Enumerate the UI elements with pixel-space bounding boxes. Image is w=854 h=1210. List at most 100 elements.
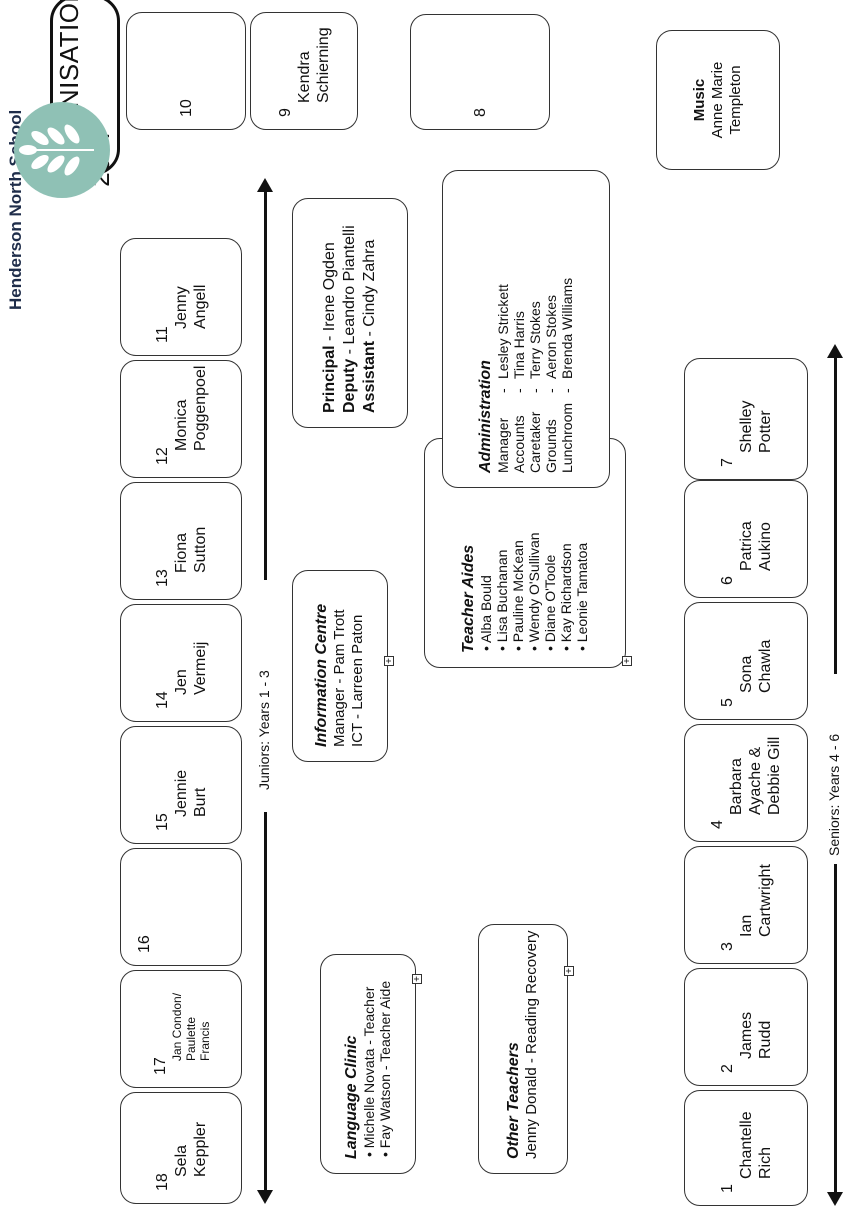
juniors-arrow-left <box>264 812 267 1192</box>
seniors-arrow-left <box>834 864 837 1194</box>
seniors-arrow-right <box>834 356 837 674</box>
expand-icon[interactable]: + <box>412 974 423 984</box>
room-number: 3 <box>718 942 736 951</box>
deputy-row: Deputy - Leandro Piantelli <box>341 225 358 413</box>
group-title: Administration <box>477 360 494 473</box>
arrow-right-icon <box>257 178 273 192</box>
expand-icon[interactable]: + <box>622 656 633 666</box>
teacher-name: Barbara <box>728 758 745 815</box>
admin-role: Manager <box>495 417 511 473</box>
admin-sep: - <box>543 388 559 393</box>
classroom-5: 5 Sona Chawla <box>684 602 808 720</box>
teacher-name: Angell <box>191 284 209 329</box>
room-number: 15 <box>153 813 171 831</box>
arrow-right-icon <box>827 344 843 358</box>
other-teachers-box: Other Teachers Jenny Donald - Reading Re… <box>478 924 568 1174</box>
classroom-1: 1 Chantelle Rich <box>684 1090 808 1206</box>
music-box: Music Anne Marie Templeton <box>656 30 780 170</box>
teacher-name: Fiona <box>172 532 190 573</box>
list-item: Michelle Novata - Teacher <box>361 969 377 1157</box>
principal-row: Principal - Irene Ogden <box>321 242 338 413</box>
teacher-name: Shelley <box>737 400 755 453</box>
music-title: Music <box>691 78 708 122</box>
teacher-name: Paulette <box>183 1016 198 1061</box>
classroom-17: 17 Jan Condon/ Paulette Francis <box>120 970 242 1088</box>
teacher-name: Chantelle <box>737 1111 755 1179</box>
language-clinic-box: Language Clinic Michelle Novata - Teache… <box>320 954 416 1174</box>
leadership-box: Principal - Irene Ogden Deputy - Leandro… <box>292 198 408 428</box>
room-number: 18 <box>153 1173 171 1191</box>
admin-sep: - <box>495 388 511 393</box>
classroom-7: 7 Shelley Potter <box>684 358 808 480</box>
teacher-name: Jan Condon/ <box>169 992 184 1061</box>
classroom-4: 4 Barbara Ayache & Debbie Gill <box>684 724 808 842</box>
group-title: Other Teachers <box>505 1042 522 1159</box>
teacher-name: Chawla <box>756 639 774 693</box>
expand-icon[interactable]: + <box>564 966 575 976</box>
admin-sep: - <box>527 388 543 393</box>
classroom-14: 14 Jen Vermeij <box>120 604 242 722</box>
juniors-label: Juniors: Years 1 - 3 <box>256 670 272 790</box>
teacher-name: Patrica <box>737 521 755 571</box>
teacher-name: Kendra <box>295 51 313 103</box>
room-number: 10 <box>177 99 195 117</box>
classroom-18: 18 Sela Keppler <box>120 1092 242 1204</box>
teacher-name: Schierning <box>314 27 332 103</box>
teacher-name: Rudd <box>756 1020 774 1059</box>
room-number: 7 <box>718 458 736 467</box>
admin-name: Tina Harris <box>511 311 527 379</box>
teacher-name: Rich <box>756 1146 774 1179</box>
teacher-name: Jen <box>172 669 190 695</box>
teacher-name: Burt <box>191 787 209 817</box>
admin-sep: - <box>559 388 575 393</box>
classroom-2: 2 James Rudd <box>684 968 808 1086</box>
admin-name: Brenda Williams <box>559 277 575 379</box>
school-logo-icon <box>14 102 110 198</box>
classroom-15: 15 Jennie Burt <box>120 726 242 844</box>
staff-row: ICT - Larreen Paton <box>349 614 366 747</box>
admin-role: Grounds <box>543 419 559 473</box>
classroom-12: 12 Monica Poggenpoel <box>120 360 242 478</box>
classroom-11: 11 Jenny Angell <box>120 238 242 356</box>
teacher-name: Potter <box>756 410 774 453</box>
admin-table: Manager-Lesley Strickett Accounts-Tina H… <box>495 185 575 473</box>
room-number: 17 <box>151 1057 169 1075</box>
classroom-3: 3 Ian Cartwright <box>684 846 808 964</box>
room-number: 11 <box>153 326 171 343</box>
teacher-name: Francis <box>197 1021 212 1061</box>
music-teacher: Templeton <box>727 65 744 135</box>
teacher-name: Monica <box>172 399 190 451</box>
teacher-name: Aukino <box>756 522 774 571</box>
teacher-name: James <box>737 1011 755 1059</box>
teacher-name: Jennie <box>172 769 190 817</box>
classroom-8: 8 <box>410 14 550 130</box>
seniors-label: Seniors: Years 4 - 6 <box>826 733 842 856</box>
admin-role: Lunchroom <box>559 402 575 473</box>
room-number: 2 <box>718 1064 736 1073</box>
assistant-row: Assistant - Cindy Zahra <box>361 239 378 413</box>
teacher-name: Vermeij <box>191 641 209 695</box>
admin-name: Terry Stokes <box>527 301 543 379</box>
expand-icon[interactable]: + <box>384 656 395 666</box>
admin-sep: - <box>511 388 527 393</box>
classroom-13: 13 Fiona Sutton <box>120 482 242 600</box>
teacher-name: Keppler <box>191 1121 209 1177</box>
classroom-10: 10 <box>126 12 246 130</box>
juniors-arrow-right <box>264 190 267 580</box>
teacher-name: Sela <box>172 1144 190 1177</box>
information-centre-box: Information Centre Manager - Pam Trott I… <box>292 570 388 762</box>
room-number: 6 <box>718 576 736 585</box>
room-number: 5 <box>718 698 736 707</box>
group-title: Information Centre <box>313 603 330 747</box>
teacher-name: Poggenpoel <box>191 365 209 451</box>
arrow-left-icon <box>257 1190 273 1204</box>
room-number: 12 <box>153 447 171 465</box>
teacher-name: Sutton <box>191 526 209 573</box>
teacher-name: Cartwright <box>756 864 774 937</box>
administration-box: Administration Manager-Lesley Strickett … <box>442 170 610 488</box>
teacher-name: Ayache & <box>747 746 764 815</box>
room-number: 4 <box>709 820 726 829</box>
admin-name: Aeron Stokes <box>543 294 559 379</box>
music-teacher: Anne Marie <box>709 61 726 139</box>
classroom-9: 9 Kendra Schierning <box>250 12 358 130</box>
